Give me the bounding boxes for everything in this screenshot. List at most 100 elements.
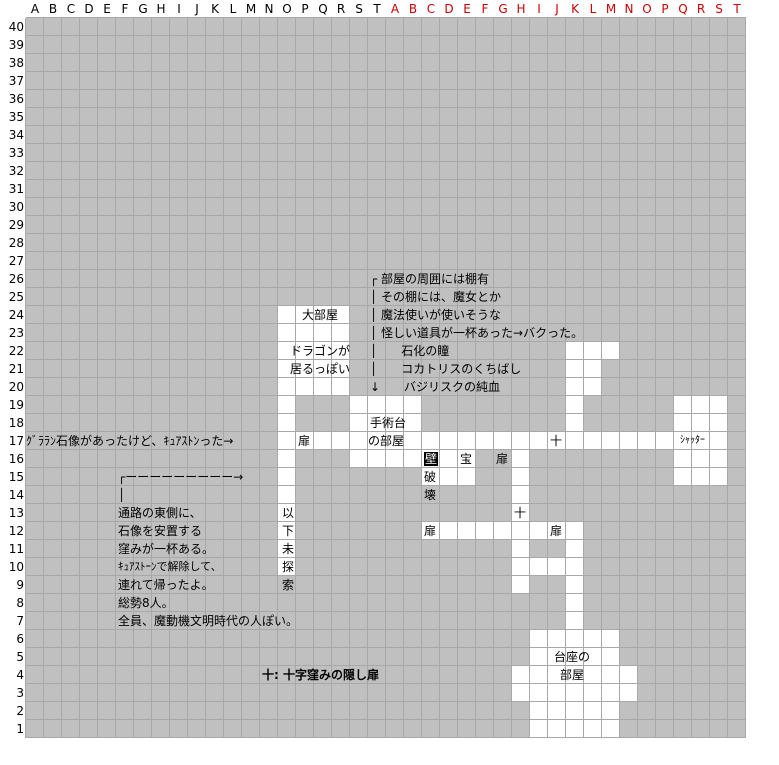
floor-tile: [584, 666, 601, 683]
grid-line: [26, 647, 746, 648]
floor-tile: [584, 378, 601, 395]
row-label: 14: [8, 488, 24, 502]
grid-line: [26, 377, 746, 378]
floor-tile: [548, 630, 565, 647]
grid-line: [313, 18, 314, 738]
floor-tile: [602, 684, 619, 701]
floor-tile: [278, 468, 295, 485]
grid-line: [655, 18, 656, 738]
floor-tile: [566, 594, 583, 611]
row-label: 6: [16, 632, 24, 646]
floor-tile: [332, 432, 349, 449]
floor-tile: [332, 324, 349, 341]
row-label: 40: [8, 20, 24, 34]
floor-tile: [476, 432, 493, 449]
column-label: K: [571, 2, 579, 16]
grid-line: [673, 18, 674, 738]
row-label: 34: [8, 128, 24, 142]
floor-tile: [278, 342, 295, 359]
floor-tile: [386, 414, 403, 431]
floor-tile: [512, 558, 529, 575]
floor-tile: [314, 432, 331, 449]
operating-room-label-2: の部屋: [368, 434, 405, 448]
grid-line: [133, 18, 134, 738]
row-label: 30: [8, 200, 24, 214]
row-label: 31: [8, 182, 24, 196]
column-label: I: [537, 2, 541, 16]
floor-tile: [548, 648, 565, 665]
grid-line: [187, 18, 188, 738]
floor-tile: [674, 432, 691, 449]
column-label: T: [733, 2, 741, 16]
floor-tile: [602, 630, 619, 647]
column-label: F: [121, 2, 129, 16]
floor-tile: [548, 720, 565, 737]
column-label: I: [177, 2, 181, 16]
floor-tile: [458, 522, 475, 539]
floor-tile: [548, 558, 565, 575]
floor-tile: [296, 360, 313, 377]
column-label: Q: [318, 2, 328, 16]
floor-tile: [512, 666, 529, 683]
grid-line: [421, 18, 422, 738]
grid-line: [637, 18, 638, 738]
floor-tile: [584, 360, 601, 377]
row-label: 33: [8, 146, 24, 160]
door-marker: 扉: [298, 434, 311, 448]
row-label: 5: [16, 650, 24, 664]
grid-line: [205, 18, 206, 738]
grid-line: [619, 18, 620, 738]
floor-tile: [710, 468, 727, 485]
east-note-2: 石像を安置する: [118, 524, 203, 538]
row-label: 19: [8, 398, 24, 412]
grid-line: [97, 18, 98, 738]
floor-tile: [332, 306, 349, 323]
floor-tile: [692, 468, 709, 485]
floor-tile: [530, 522, 547, 539]
grid-line: [26, 35, 746, 36]
floor-tile: [584, 432, 601, 449]
floor-tile: [710, 414, 727, 431]
floor-tile: [692, 450, 709, 467]
column-label: P: [661, 2, 669, 16]
grid-line: [277, 18, 278, 738]
row-label: 29: [8, 218, 24, 232]
floor-tile: [350, 450, 367, 467]
grid-line: [26, 233, 746, 234]
floor-tile: [620, 666, 637, 683]
floor-tile: [602, 648, 619, 665]
grid-line: [79, 18, 80, 738]
floor-tile: [278, 324, 295, 341]
floor-tile: [692, 414, 709, 431]
grid-line: [745, 18, 746, 738]
row-label: 12: [8, 524, 24, 538]
grid-line: [26, 485, 746, 486]
column-label: E: [463, 2, 471, 16]
floor-tile: [404, 414, 421, 431]
pedestal-room-label-1: 台座の: [554, 650, 591, 664]
floor-tile: [314, 324, 331, 341]
row-label: 1: [16, 722, 24, 736]
grid-line: [61, 18, 62, 738]
floor-tile: [638, 432, 655, 449]
grid-line: [493, 18, 494, 738]
grid-line: [26, 71, 746, 72]
floor-tile: [512, 486, 529, 503]
floor-tile: [386, 432, 403, 449]
floor-tile: [620, 684, 637, 701]
grid-line: [26, 737, 746, 738]
grid-line: [26, 575, 746, 576]
floor-tile: [404, 450, 421, 467]
floor-tile: [566, 558, 583, 575]
floor-tile: [548, 432, 565, 449]
destroyed-label-1: 破: [424, 470, 437, 484]
grid-line: [241, 18, 242, 738]
grid-line: [26, 17, 746, 18]
floor-tile: [278, 558, 295, 575]
grid-line: [26, 89, 746, 90]
grid-line: [385, 18, 386, 738]
column-label: R: [336, 2, 346, 16]
gorgon-statue-note: ｸﾞﾗﾗﾝ石像があったけど、ｷｭｱｽﾄﾝった→: [26, 434, 234, 448]
column-label: K: [211, 2, 219, 16]
grid-line: [26, 683, 746, 684]
